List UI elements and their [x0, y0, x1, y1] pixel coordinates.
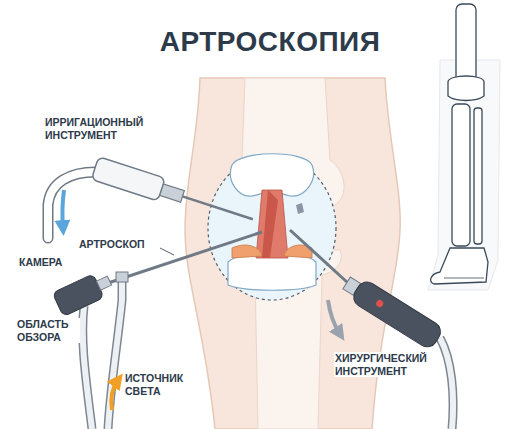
- part-label: АРТРОСКОП: [78, 238, 160, 251]
- irrigation-tube: [48, 172, 96, 238]
- tibia: [452, 104, 470, 246]
- light-post: [116, 272, 128, 282]
- leg-outline: [428, 60, 500, 290]
- part-label: ИСТОЧНИК СВЕТА: [124, 372, 198, 397]
- button: [375, 299, 385, 309]
- fibula: [474, 108, 482, 244]
- connector: [160, 184, 185, 202]
- tibia-plateau: [228, 253, 316, 290]
- cannula: [182, 196, 252, 219]
- foot-bones: [431, 248, 488, 284]
- debris: [296, 203, 304, 214]
- knee-joint: [448, 76, 484, 101]
- meniscus: [232, 245, 262, 258]
- toe-line: [444, 278, 484, 279]
- camera: [52, 269, 115, 317]
- instrument-body: [91, 157, 165, 201]
- title: АРТРОСКОПИЯ: [130, 26, 410, 58]
- camera-cable: [83, 306, 92, 429]
- femur-shadow: [230, 78, 344, 205]
- motion-arrow: [328, 300, 340, 334]
- flow-arrow: [62, 190, 64, 228]
- camera-cable: [83, 306, 92, 429]
- irrigation-instrument: [91, 157, 256, 231]
- femur: [456, 4, 476, 82]
- camera-body: [52, 274, 104, 317]
- cruciate-ligament: [262, 190, 278, 258]
- part-label: ИРРИГАЦИОННЫЙ ИНСТРУМЕНТ: [44, 116, 156, 141]
- instrument-shaft: [290, 230, 348, 283]
- part-label: ОБЛАСТЬ ОБЗОРА: [16, 318, 80, 343]
- camera-coupler: [96, 276, 111, 290]
- part-label: КАМЕРА: [18, 256, 80, 269]
- instrument-cable: [440, 338, 453, 429]
- light-arrow: [111, 380, 118, 410]
- irrigation-tube: [48, 172, 96, 238]
- instrument-cable: [440, 338, 453, 429]
- surgical-handpiece: [340, 272, 445, 351]
- cruciate-ligament: [256, 190, 288, 258]
- light-cable: [108, 280, 122, 429]
- part-label: ХИРУРГИЧЕСКИЙ ИНСТРУМЕНТ: [334, 352, 440, 377]
- light-cable: [108, 280, 122, 429]
- leader-line: [158, 247, 174, 255]
